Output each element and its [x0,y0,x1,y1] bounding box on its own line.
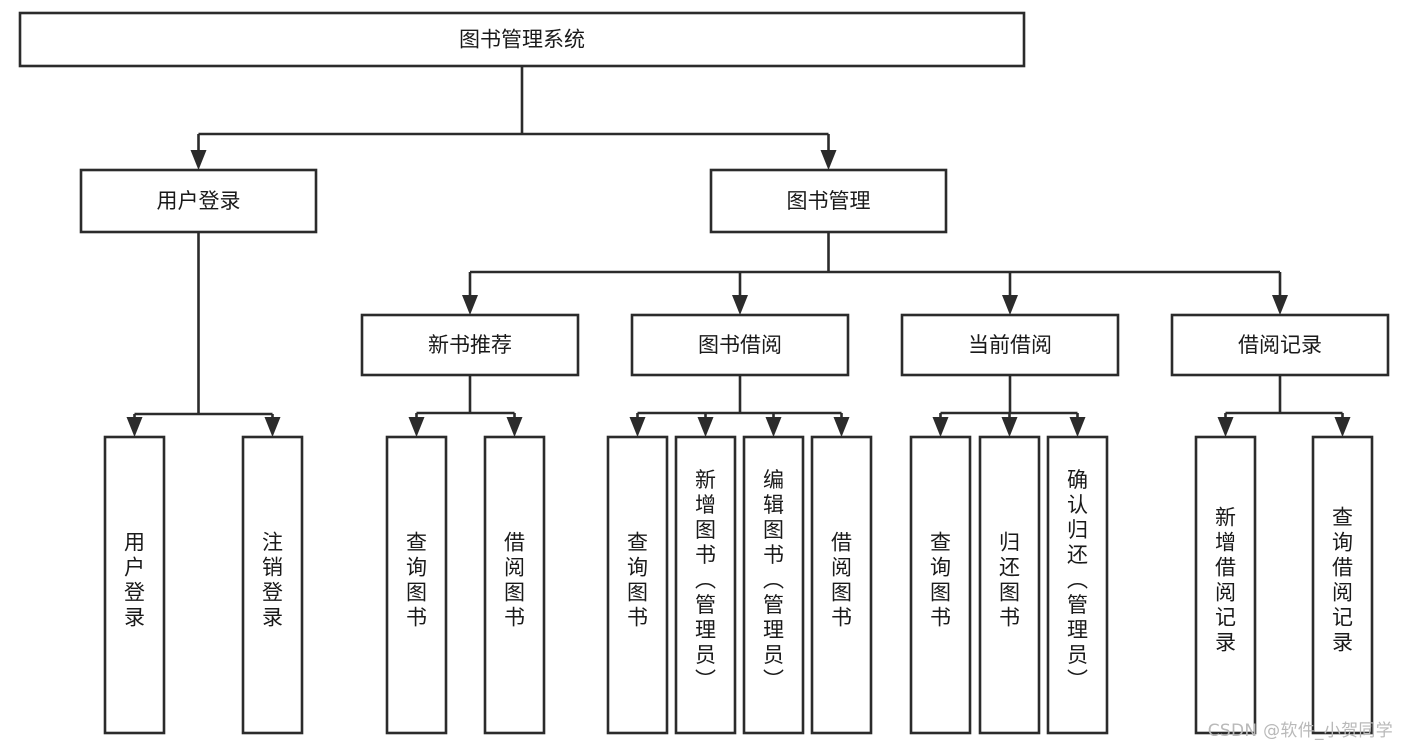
arrow-head-leaf-borrow-add [697,417,714,437]
watermark-label: CSDN @软件_小贺同学 [1207,721,1393,741]
node-leaf-borrow-add[interactable]: 新增图书︵管理员︶ [674,435,737,735]
node-leaf-cur-return-label: 归还图书 [999,531,1020,630]
node-leaf-borrow-do-box[interactable] [810,435,873,735]
node-leaf-cur-confirm-box[interactable] [1046,435,1109,735]
node-leaf-user-login[interactable]: 用户登录 [103,435,166,735]
node-layer: 图书管理系统用户登录图书管理新书推荐图书借阅当前借阅借阅记录用户登录注销登录查询… [18,11,1390,735]
arrow-head-new-book-rec [462,295,478,315]
arrow-head-leaf-borrow-do [833,417,850,437]
arrow-head-book-manage [820,150,837,170]
node-user-login-label: 用户登录 [157,189,241,213]
node-book-borrow-box[interactable] [630,313,850,377]
node-leaf-cur-return[interactable]: 归还图书 [978,435,1041,735]
arrow-head-leaf-borrow-edit [765,417,782,437]
node-borrow-record[interactable]: 借阅记录 [1170,313,1390,377]
node-book-manage-label: 图书管理 [787,189,871,213]
node-leaf-borrow-edit-label: 编辑图书︵管理员︶ [763,468,784,692]
node-leaf-rec-add-box[interactable] [1194,435,1257,735]
node-root-label: 图书管理系统 [459,28,585,52]
node-book-manage[interactable]: 图书管理 [709,168,948,234]
node-leaf-cur-query-box[interactable] [909,435,972,735]
node-leaf-cur-confirm-label: 确认归还︵管理员︶ [1067,468,1088,692]
node-book-borrow-label: 图书借阅 [698,333,782,357]
node-leaf-rec-query-label: 查询图书 [406,531,427,630]
arrow-head-leaf-borrow-query [629,417,646,437]
node-leaf-rec-query[interactable]: 查询图书 [385,435,448,735]
arrow-head-borrow-record [1272,295,1288,315]
node-current-borrow[interactable]: 当前借阅 [900,313,1120,377]
node-root-box[interactable] [18,11,1026,68]
node-leaf-rec-add-label: 新增借阅记录 [1215,506,1236,655]
arrow-head-current-borrow [1002,295,1018,315]
node-leaf-rec-search-label: 查询借阅记录 [1332,506,1353,655]
node-leaf-borrow-query[interactable]: 查询图书 [606,435,669,735]
node-leaf-rec-add[interactable]: 新增借阅记录 [1194,435,1257,735]
node-leaf-cur-query[interactable]: 查询图书 [909,435,972,735]
arrow-head-leaf-rec-query [408,417,425,437]
node-leaf-user-login-label: 用户登录 [124,531,145,630]
arrow-head-user-login [190,150,207,170]
arrow-head-leaf-user-login [126,417,143,437]
node-book-borrow[interactable]: 图书借阅 [630,313,850,377]
arrow-head-leaf-cur-return [1001,417,1018,437]
node-leaf-rec-search[interactable]: 查询借阅记录 [1311,435,1374,735]
node-leaf-borrow-do[interactable]: 借阅图书 [810,435,873,735]
node-leaf-user-logout-box[interactable] [241,435,304,735]
connector-layer [126,66,1351,437]
node-leaf-user-logout[interactable]: 注销登录 [241,435,304,735]
node-user-login-box[interactable] [79,168,318,234]
node-leaf-borrow-add-box[interactable] [674,435,737,735]
node-leaf-borrow-edit-box[interactable] [742,435,805,735]
node-leaf-cur-confirm[interactable]: 确认归还︵管理员︶ [1046,435,1109,735]
arrow-head-leaf-rec-search [1334,417,1351,437]
node-leaf-borrow-query-box[interactable] [606,435,669,735]
node-leaf-cur-query-label: 查询图书 [930,531,951,630]
arrow-head-leaf-rec-add [1217,417,1234,437]
node-new-book-rec-label: 新书推荐 [428,333,512,357]
node-leaf-rec-borrow-label: 借阅图书 [504,531,525,630]
node-leaf-rec-borrow[interactable]: 借阅图书 [483,435,546,735]
node-leaf-user-logout-label: 注销登录 [262,531,283,630]
node-leaf-borrow-do-label: 借阅图书 [831,531,852,630]
node-new-book-rec[interactable]: 新书推荐 [360,313,580,377]
node-borrow-record-label: 借阅记录 [1238,333,1322,357]
node-user-login[interactable]: 用户登录 [79,168,318,234]
node-leaf-rec-borrow-box[interactable] [483,435,546,735]
node-leaf-user-login-box[interactable] [103,435,166,735]
node-current-borrow-box[interactable] [900,313,1120,377]
node-current-borrow-label: 当前借阅 [968,333,1052,357]
node-root[interactable]: 图书管理系统 [18,11,1026,68]
node-book-manage-box[interactable] [709,168,948,234]
node-leaf-rec-query-box[interactable] [385,435,448,735]
node-leaf-rec-search-box[interactable] [1311,435,1374,735]
node-leaf-borrow-query-label: 查询图书 [627,531,648,630]
arrow-head-book-borrow [732,295,748,315]
arrow-head-leaf-rec-borrow [506,417,523,437]
arrow-head-leaf-cur-query [932,417,949,437]
arrow-head-leaf-user-logout [264,417,281,437]
node-leaf-borrow-add-label: 新增图书︵管理员︶ [695,468,716,692]
node-leaf-borrow-edit[interactable]: 编辑图书︵管理员︶ [742,435,805,735]
node-borrow-record-box[interactable] [1170,313,1390,377]
node-leaf-cur-return-box[interactable] [978,435,1041,735]
node-new-book-rec-box[interactable] [360,313,580,377]
arrow-head-leaf-cur-confirm [1069,417,1086,437]
